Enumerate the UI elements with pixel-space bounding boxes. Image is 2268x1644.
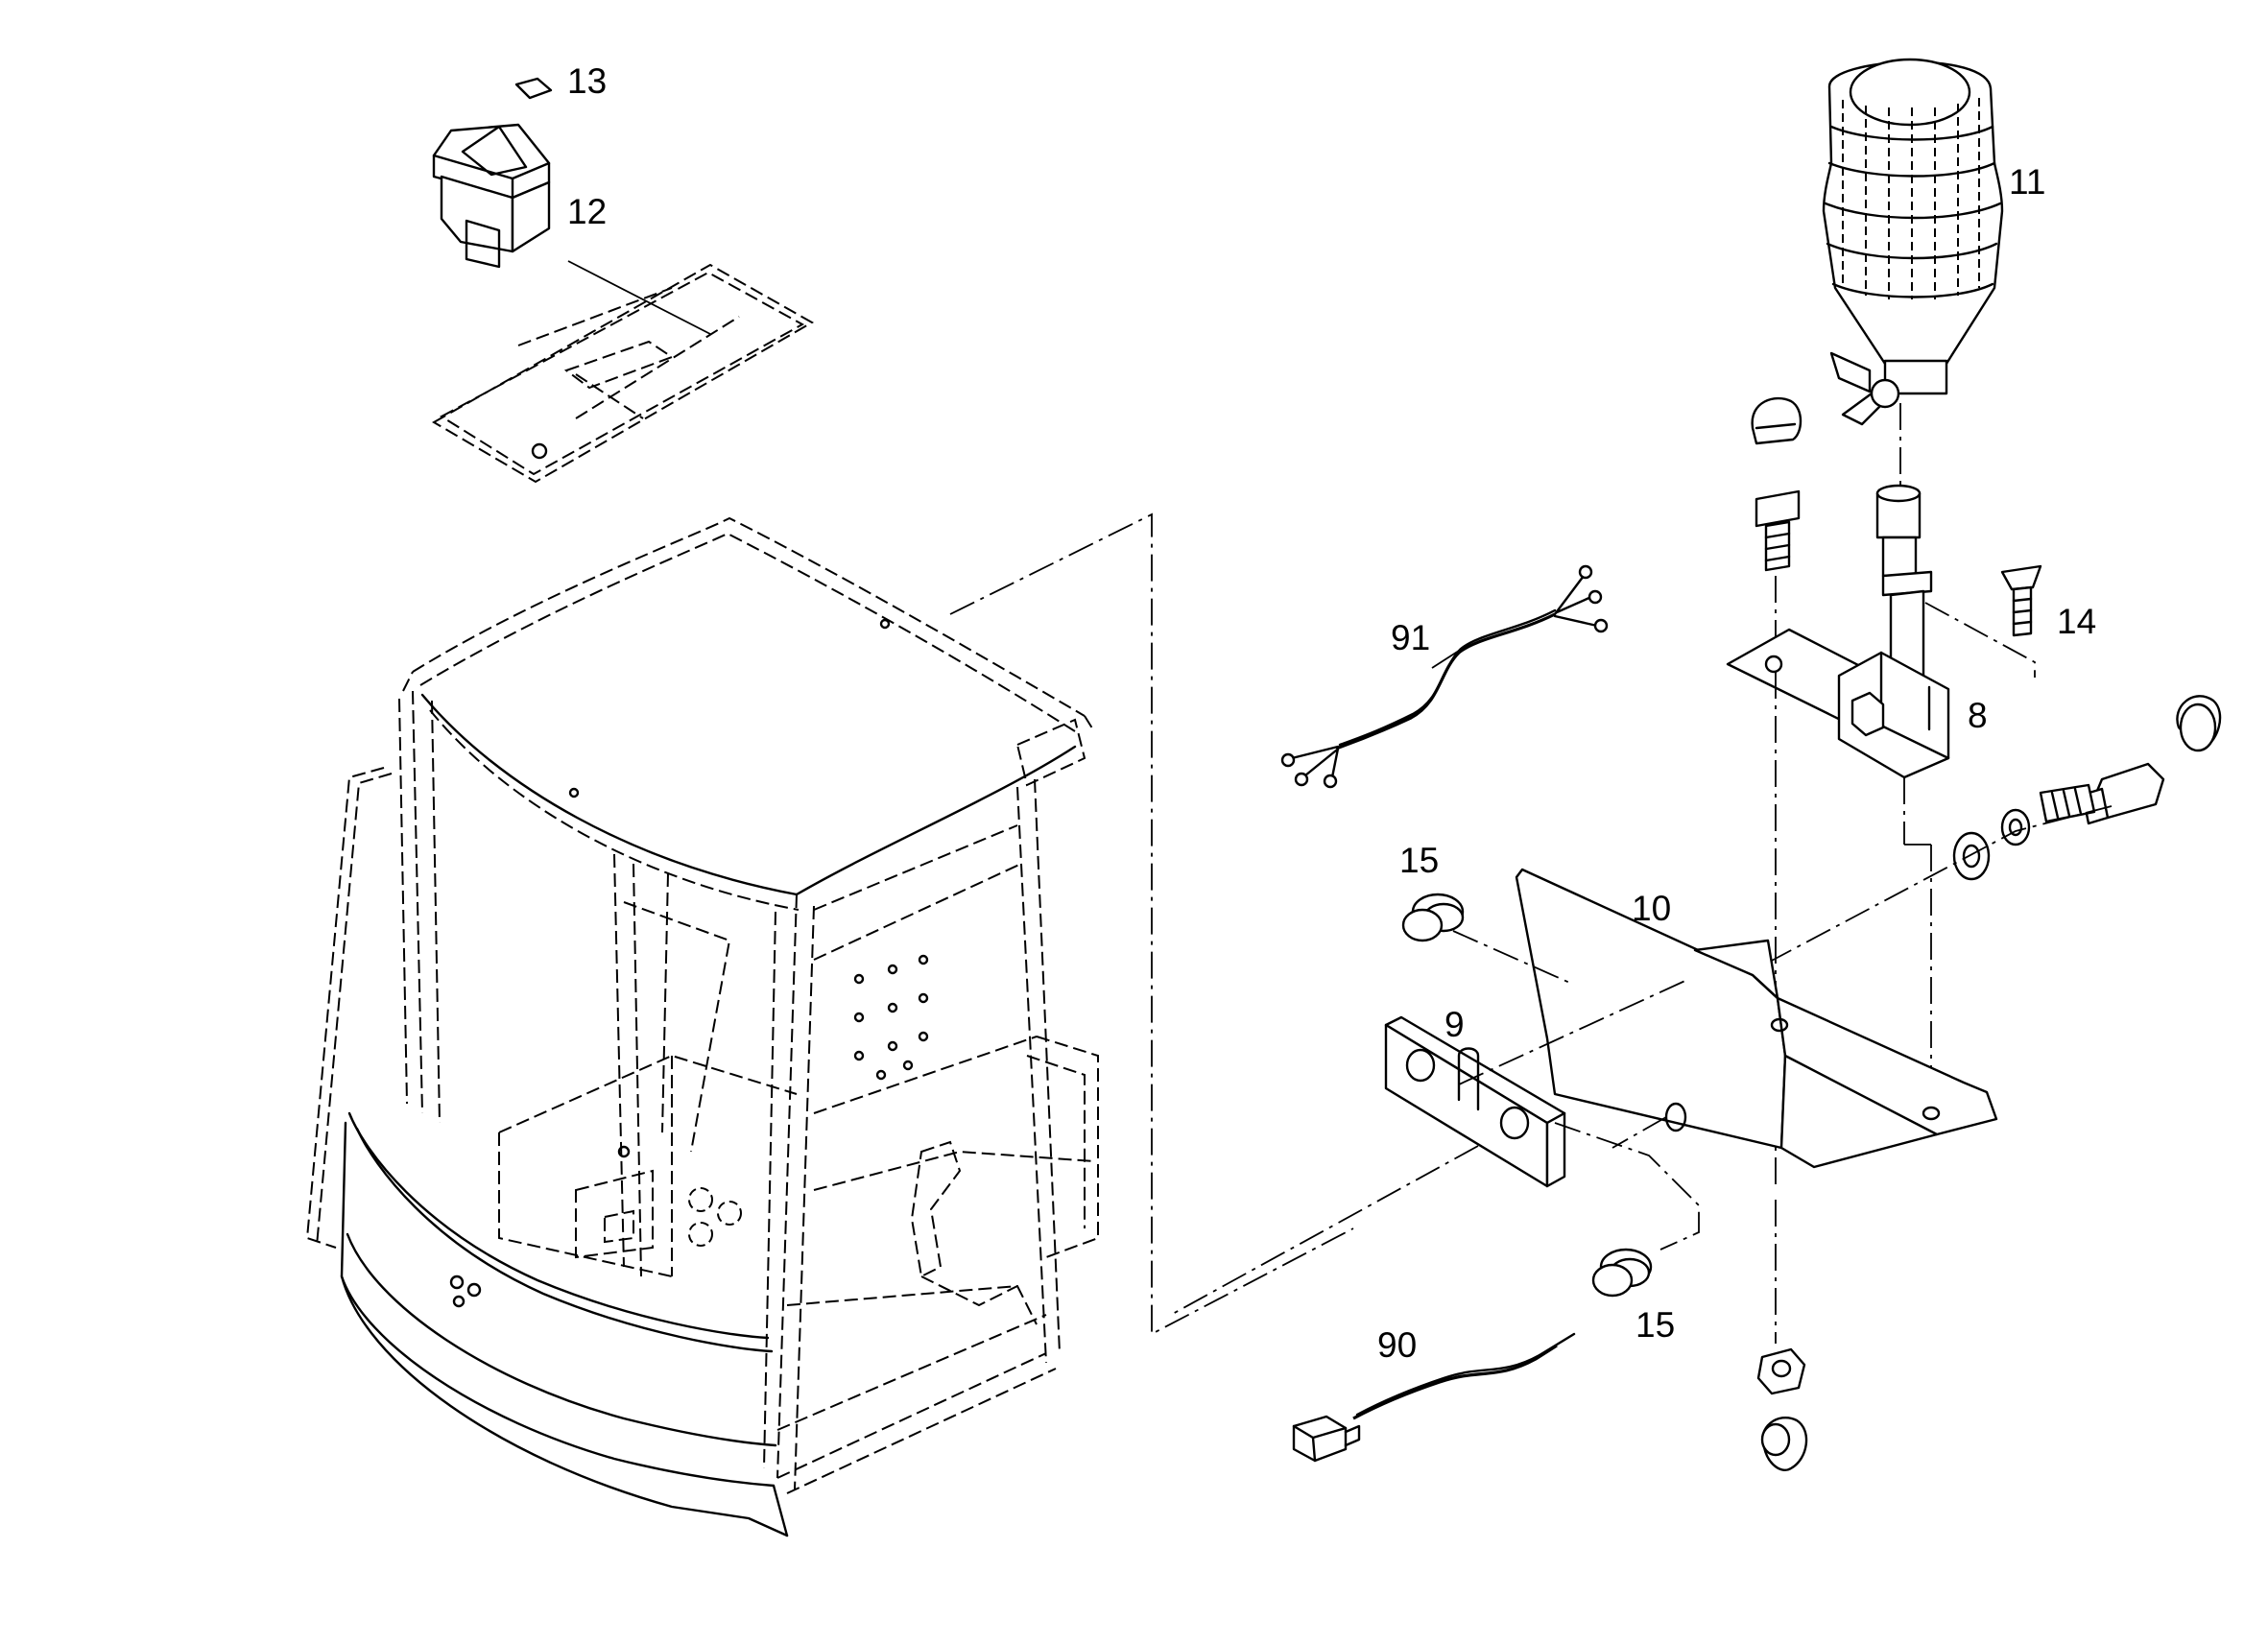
nuts-bottom <box>1756 1200 1808 1471</box>
part-12-rocker-switch <box>432 123 551 269</box>
cab-housing <box>305 516 1099 1537</box>
part-13-rocker-cap <box>514 77 553 100</box>
part-15-grommet-top <box>1401 893 1575 986</box>
callout-8: 8 <box>1968 696 1988 735</box>
acorn-nut-top <box>1751 396 1802 445</box>
bolt-vertical <box>1755 489 1801 662</box>
part-90-cable <box>1292 1332 1576 1463</box>
part-15-grommet-bottom <box>1591 1248 1653 1298</box>
callout-90: 90 <box>1377 1325 1418 1365</box>
part-91-wire-harness <box>1280 564 1609 789</box>
callout-14: 14 <box>2057 602 2097 641</box>
part-9-clamp-plate <box>1384 1015 1566 1188</box>
part-11-beacon <box>1822 58 2004 499</box>
part-8-bracket <box>1726 628 1950 1190</box>
callout-9: 9 <box>1444 1005 1465 1044</box>
callout-15-bottom: 15 <box>1635 1305 1676 1345</box>
leader-lines <box>1431 650 1460 669</box>
callout-15-top: 15 <box>1399 841 1440 880</box>
center-lines-lower <box>1170 978 1700 1316</box>
callout-10: 10 <box>1632 889 1672 928</box>
callout-13: 13 <box>567 61 608 101</box>
callout-11: 11 <box>2009 162 2046 202</box>
part-10-shield-plate <box>1515 868 1998 1169</box>
callout-12: 12 <box>567 192 608 231</box>
part-14-screw <box>1924 564 2042 678</box>
cab-assembly-line <box>949 512 1354 1336</box>
callout-91: 91 <box>1391 618 1431 657</box>
fastener-stack-right <box>1554 695 2222 1068</box>
switch-panel-dashed <box>431 260 815 484</box>
